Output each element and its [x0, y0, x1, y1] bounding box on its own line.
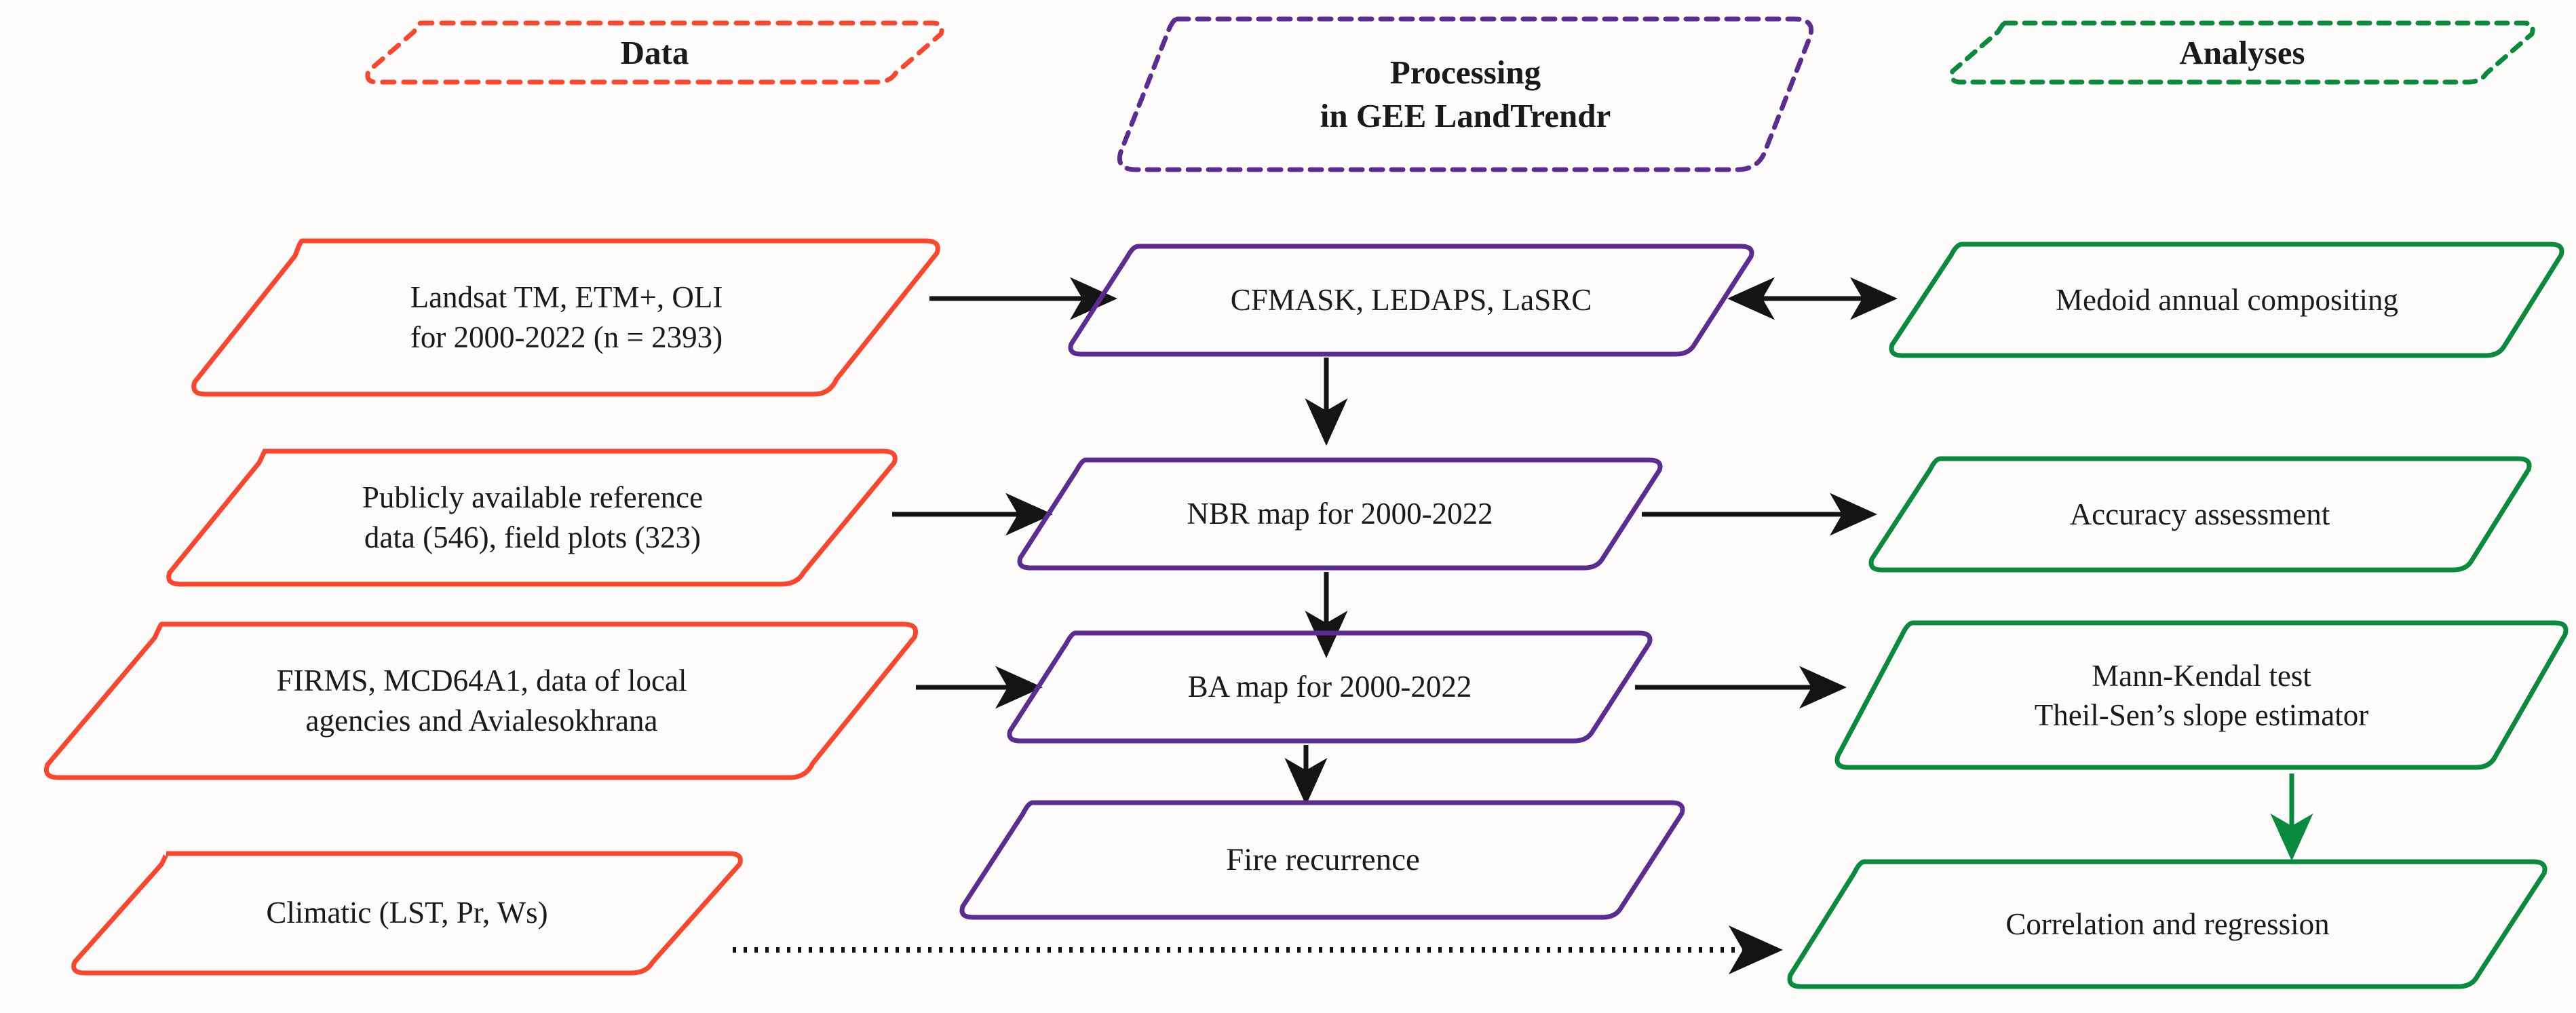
- node-nbr-label: NBR map for 2000-2022: [1187, 497, 1493, 531]
- node-reference[interactable]: Publicly available reference data (546),…: [163, 444, 902, 590]
- node-ba-shape: [1004, 628, 1655, 746]
- node-medoid-shape: [1886, 239, 2568, 361]
- node-cfmask-shape: [1065, 241, 1757, 360]
- column-header-processing-label: Processing in GEE LandTrendr: [1320, 54, 1611, 134]
- node-landsat-label: Landsat TM, ETM+, OLI for 2000-2022 (n =…: [410, 280, 723, 354]
- node-ba-label: BA map for 2000-2022: [1187, 670, 1472, 704]
- node-mannkendal-label: Mann-Kendal test Theil-Sen’s slope estim…: [2034, 658, 2369, 733]
- node-climatic-shape: [68, 847, 746, 979]
- processing-header-shape: [1106, 9, 1825, 179]
- node-medoid-label: Medoid annual compositing: [2056, 282, 2398, 317]
- node-nbr-shape: [1014, 455, 1666, 573]
- node-firerec[interactable]: Fire recurrence: [957, 797, 1689, 923]
- column-header-processing: Processing in GEE LandTrendr: [1106, 9, 1825, 179]
- node-climatic[interactable]: Climatic (LST, Pr, Ws): [68, 847, 746, 979]
- node-correlation-shape: [1784, 856, 2551, 992]
- data-header-shape: [360, 14, 950, 92]
- node-mannkendal-shape: [1832, 617, 2571, 773]
- column-header-analyses-label: Analyses: [2179, 33, 2305, 71]
- node-landsat-shape: [187, 234, 946, 400]
- node-firms-label: FIRMS, MCD64A1, data of local agencies a…: [276, 664, 687, 738]
- node-firerec-label: Fire recurrence: [1226, 841, 1420, 877]
- node-reference-label: Publicly available reference data (546),…: [362, 480, 704, 554]
- node-firms[interactable]: FIRMS, MCD64A1, data of local agencies a…: [41, 617, 923, 784]
- node-landsat[interactable]: Landsat TM, ETM+, OLI for 2000-2022 (n =…: [187, 234, 946, 400]
- node-climatic-label: Climatic (LST, Pr, Ws): [266, 896, 548, 930]
- node-correlation-label: Correlation and regression: [2005, 906, 2330, 941]
- node-nbr[interactable]: NBR map for 2000-2022: [1014, 455, 1666, 573]
- node-reference-shape: [163, 444, 902, 590]
- node-ba[interactable]: BA map for 2000-2022: [1004, 628, 1655, 746]
- column-header-data-label: Data: [620, 33, 689, 71]
- node-correlation[interactable]: Correlation and regression: [1784, 856, 2551, 992]
- node-accuracy-label: Accuracy assessment: [2069, 497, 2330, 531]
- column-header-data: Data: [360, 14, 950, 92]
- node-accuracy-shape: [1866, 453, 2534, 575]
- node-mannkendal[interactable]: Mann-Kendal test Theil-Sen’s slope estim…: [1832, 617, 2571, 773]
- analyses-header-shape: [1944, 14, 2541, 92]
- node-firms-shape: [41, 617, 923, 784]
- node-cfmask[interactable]: CFMASK, LEDAPS, LaSRC: [1065, 241, 1757, 360]
- column-header-analyses: Analyses: [1944, 14, 2541, 92]
- node-cfmask-label: CFMASK, LEDAPS, LaSRC: [1230, 283, 1592, 318]
- node-accuracy[interactable]: Accuracy assessment: [1866, 453, 2534, 575]
- node-medoid[interactable]: Medoid annual compositing: [1886, 239, 2568, 361]
- node-firerec-shape: [957, 797, 1689, 923]
